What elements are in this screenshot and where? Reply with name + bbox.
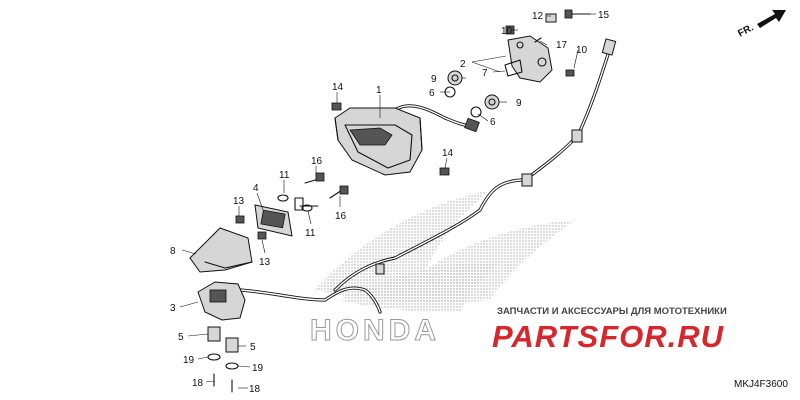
- front-direction-indicator: FR.: [736, 10, 786, 40]
- callout-2: 2: [460, 59, 466, 70]
- callout-6b: 6: [490, 117, 496, 128]
- callout-19b: 19: [252, 363, 264, 374]
- front-label: FR.: [736, 22, 756, 39]
- callout-11b: 11: [305, 228, 316, 239]
- callout-16b: 16: [335, 211, 347, 222]
- callout-13b: 13: [259, 257, 271, 268]
- part-clip-13a: [235, 215, 245, 224]
- callout-16a: 16: [311, 156, 323, 167]
- callout-18b: 18: [249, 384, 261, 395]
- callout-3: 3: [170, 303, 176, 314]
- callout-15: 15: [598, 10, 610, 21]
- part-clip-a: [331, 102, 342, 111]
- callout-17: 17: [556, 40, 568, 51]
- callout-numbers: 1 2 3 4 5 5 6 6 7 8 9 9 10 10 11 11 12 1…: [170, 10, 610, 395]
- callout-11a: 11: [279, 170, 290, 181]
- part-connector: [197, 281, 246, 321]
- callout-5a: 5: [178, 332, 184, 343]
- part-grommets: [444, 70, 500, 118]
- wire-harness: [238, 38, 617, 314]
- part-clip-13b: [257, 231, 267, 240]
- callout-19a: 19: [183, 355, 195, 366]
- callout-14a: 14: [332, 82, 344, 93]
- diagram-code: MKJ4F3600: [734, 379, 788, 390]
- part-taillight-assembly: [334, 107, 423, 176]
- callout-9b: 9: [516, 98, 522, 109]
- callout-8: 8: [170, 246, 176, 257]
- callout-9a: 9: [431, 74, 437, 85]
- callout-13a: 13: [233, 196, 245, 207]
- callout-5b: 5: [250, 342, 256, 353]
- part-clip-b: [439, 167, 450, 176]
- callout-4: 4: [253, 183, 259, 194]
- watermark-top-text: ЗАПЧАСТИ И АКСЕССУАРЫ ДЛЯ МОТОТЕХНИКИ: [497, 306, 727, 317]
- front-arrow-icon: [757, 10, 786, 28]
- honda-wing-watermark: [315, 190, 575, 312]
- callout-7: 7: [482, 68, 488, 79]
- honda-logo-text: HONDA: [310, 314, 440, 347]
- callout-10b: 10: [576, 45, 588, 56]
- callout-14b: 14: [442, 148, 454, 159]
- leader-lines: [179, 13, 596, 389]
- part-mounts: [207, 326, 239, 393]
- part-license-housing: [189, 227, 253, 273]
- callout-1: 1: [376, 85, 382, 96]
- callout-18a: 18: [192, 378, 204, 389]
- callout-10a: 10: [501, 26, 513, 37]
- watermark-brand-text: PARTSFOR.RU: [492, 319, 725, 354]
- callout-12: 12: [532, 11, 544, 22]
- part-license-light: [254, 172, 349, 237]
- part-bracket: [504, 35, 553, 83]
- callout-6a: 6: [429, 88, 435, 99]
